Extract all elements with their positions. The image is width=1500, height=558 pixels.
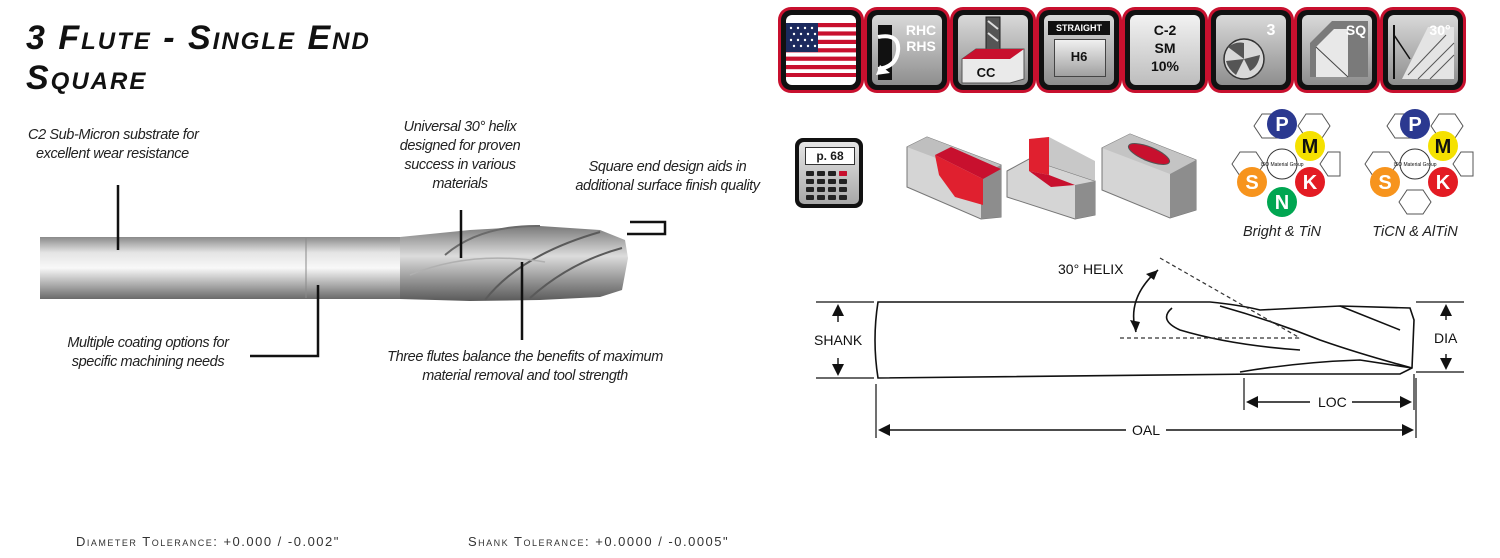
shank-tolerance: Shank Tolerance: +0.0000 / -0.0005" <box>468 534 730 549</box>
iso2-center-label: ISO Material Group <box>1393 162 1436 168</box>
callout-square-end-line-2: additional surface finish quality <box>575 178 760 194</box>
title-line-2: Square <box>26 59 148 97</box>
iso-p-icon <box>1267 109 1297 139</box>
page-title: 3 Flute - Single End Square <box>26 18 371 98</box>
substrate-sm: SM <box>1154 40 1176 56</box>
callout-substrate: C2 Sub-Micron substrate for excellent we… <box>28 126 199 164</box>
iso-group-bright-tin: P M S K N ISO Material Group <box>1231 109 1341 217</box>
substrate-c2: C-2 <box>1153 22 1177 38</box>
end-style-badge: SQ <box>1297 10 1377 90</box>
dim-loc-label: LOC <box>1318 394 1347 410</box>
rotation-rhs: RHS <box>906 38 936 54</box>
callout-coating: Multiple coating options for specific ma… <box>48 334 248 372</box>
shoulder-milling-icon <box>1006 137 1096 220</box>
substrate-percent: 10% <box>1150 58 1180 74</box>
callout-flutes-line-1: Three flutes balance the benefits of max… <box>387 349 663 365</box>
callout-coating-line-1: Multiple coating options for <box>67 335 229 351</box>
tool-shank <box>40 237 435 299</box>
substrate-badge: C-2 SM 10% <box>1125 10 1205 90</box>
callout-substrate-line-1: C2 Sub-Micron substrate for <box>28 127 199 143</box>
usa-flag-icon <box>786 23 856 77</box>
tool-flutes <box>400 226 628 301</box>
shank-type-straight: STRAIGHT <box>1056 23 1102 33</box>
dim-shank-label: SHANK <box>814 332 863 348</box>
square-end-icon <box>1310 21 1368 78</box>
iso-s-letter: S <box>1245 172 1258 194</box>
helix-angle-icon <box>1393 25 1455 80</box>
end-style-label: SQ <box>1345 22 1367 38</box>
callout-coating-line-2: specific machining needs <box>71 354 225 370</box>
three-flute-icon <box>1223 38 1265 80</box>
callout-helix-line-3: success in various <box>404 157 516 173</box>
slotting-icon <box>906 136 1002 220</box>
iso-caption-ticn-altin: TiCN & AlTiN <box>1372 224 1458 240</box>
rotation-badge: RHC RHS <box>867 10 947 90</box>
rotation-rhc: RHC <box>905 22 937 38</box>
iso-m-letter: M <box>1302 136 1319 158</box>
iso-p-letter: P <box>1275 114 1288 136</box>
callout-helix: Universal 30° helix designed for proven … <box>385 118 535 194</box>
iso-n-letter: N <box>1275 192 1289 214</box>
page-ref-label: p. 68 <box>805 147 855 165</box>
dim-helix-label: 30° HELIX <box>1058 261 1124 277</box>
callout-substrate-line-2: excellent wear resistance <box>36 146 189 162</box>
iso-n-icon <box>1267 187 1297 217</box>
iso-center-label: ISO Material Group <box>1260 162 1303 168</box>
center-cutting-badge: CC <box>953 10 1033 90</box>
helix-angle-label: 30° <box>1429 22 1451 38</box>
iso-caption-bright-tin: Bright & TiN <box>1242 224 1322 240</box>
flute-count-label: 3 <box>1266 22 1276 39</box>
title-line-1: 3 Flute - Single End <box>26 19 371 57</box>
iso2-p-letter: P <box>1408 114 1421 136</box>
callout-helix-line-1: Universal 30° helix <box>403 119 517 135</box>
iso-k-icon <box>1295 167 1325 197</box>
iso2-s-letter: S <box>1378 172 1391 194</box>
usa-flag-badge <box>781 10 861 90</box>
dimension-drawing: 30° HELIX SHANK DIA LOC OAL <box>814 257 1464 438</box>
iso2-m-letter: M <box>1435 136 1452 158</box>
iso2-k-letter: K <box>1436 172 1451 194</box>
shank-type-h6: H6 <box>1070 49 1088 64</box>
calculator-page-ref[interactable]: p. 68 <box>795 138 863 208</box>
shank-type-badge: STRAIGHT H6 <box>1039 10 1119 90</box>
pocketing-icon <box>1101 133 1197 219</box>
diameter-tolerance: Diameter Tolerance: +0.000 / -0.002" <box>76 534 340 549</box>
center-cutting-label: CC <box>976 65 996 80</box>
rotation-arrow-icon <box>876 25 901 80</box>
callout-flutes-line-2: material removal and tool strength <box>422 368 628 384</box>
callout-square-end-line-1: Square end design aids in <box>588 159 747 175</box>
callout-helix-line-2: designed for proven <box>399 138 521 154</box>
flute-count-badge: 3 <box>1211 10 1291 90</box>
dim-dia-label: DIA <box>1434 330 1458 346</box>
center-cutting-icon <box>961 16 1025 84</box>
dim-oal-label: OAL <box>1132 422 1160 438</box>
iso-m-icon <box>1295 131 1325 161</box>
iso-group-ticn-altin: P M S K ISO Material Group <box>1364 109 1474 215</box>
iso-k-letter: K <box>1303 172 1318 194</box>
end-mill-illustration <box>40 185 667 358</box>
callout-square-end: Square end design aids in additional sur… <box>560 158 775 196</box>
helix-angle-badge: 30° <box>1383 10 1463 90</box>
calculator-keys-icon <box>806 171 847 200</box>
callout-flutes: Three flutes balance the benefits of max… <box>370 348 680 386</box>
callout-helix-line-4: materials <box>432 176 488 192</box>
iso-s-icon <box>1237 167 1267 197</box>
